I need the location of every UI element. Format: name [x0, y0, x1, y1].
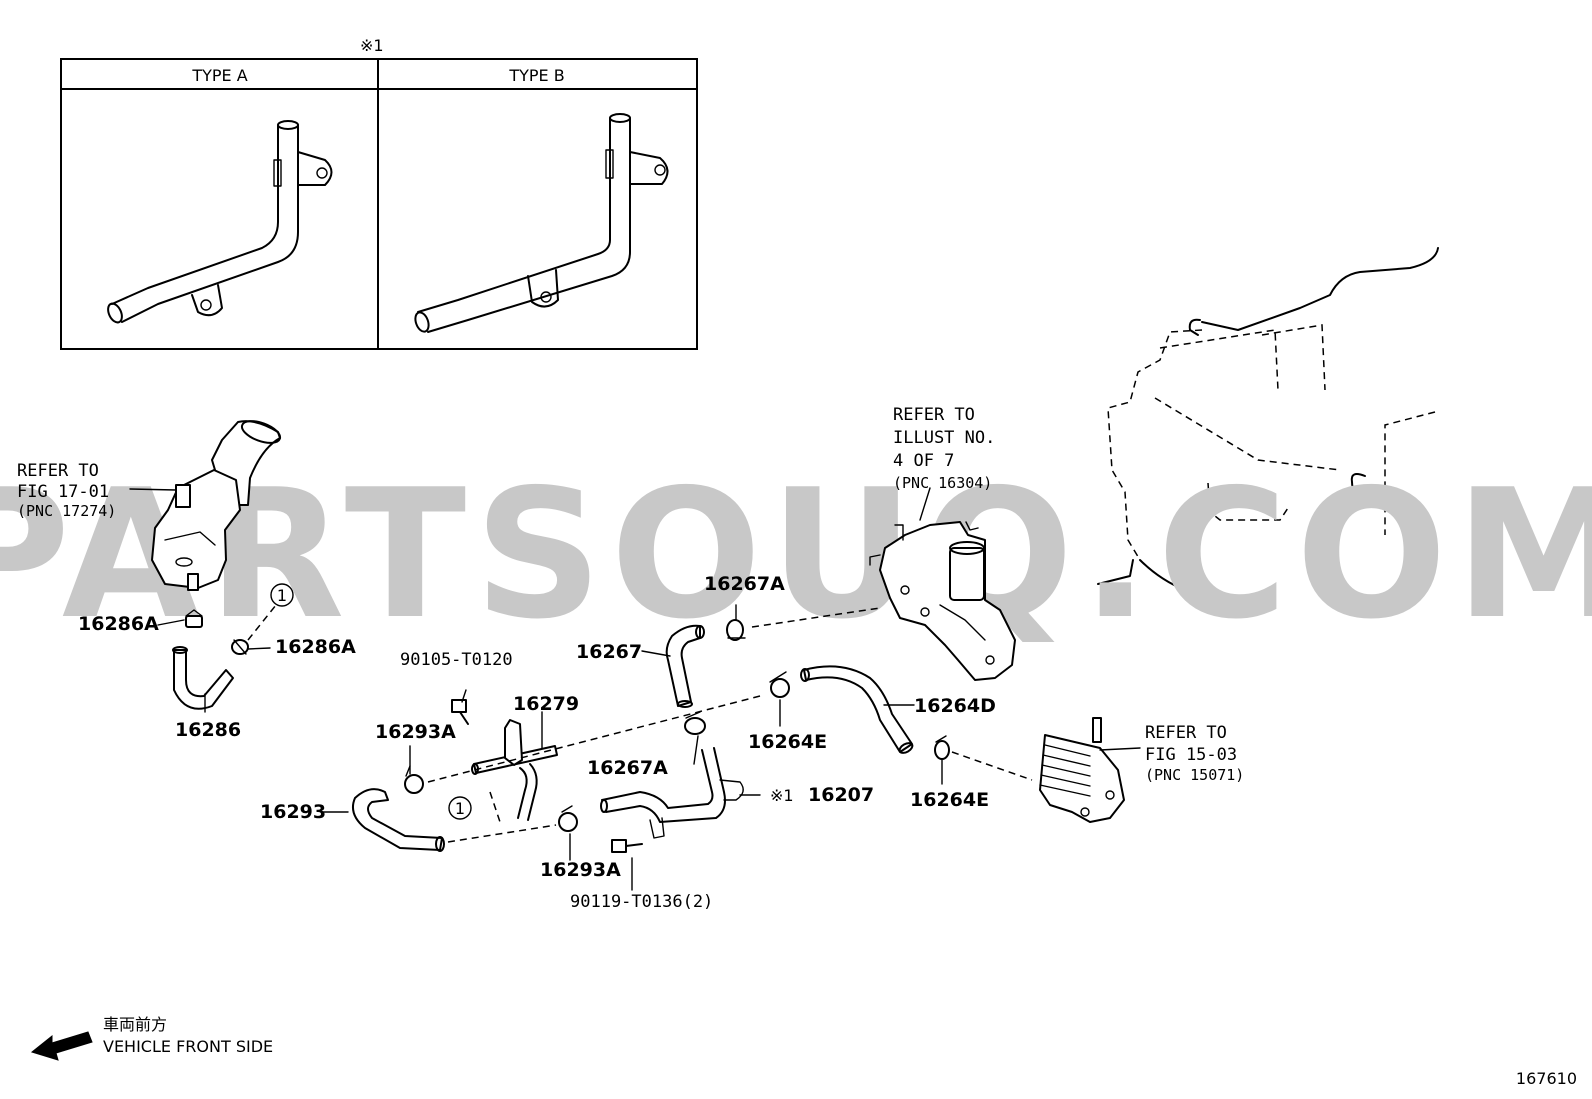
engine-outline [1097, 247, 1439, 591]
dash-16264E-cooler [951, 751, 1033, 781]
pipe-16207 [600, 747, 744, 839]
clamp-16267A-top [726, 619, 746, 641]
clamp-16264E-top [769, 671, 790, 698]
callout-1-bottom [448, 796, 472, 820]
label-16267A-bottom: 16267A [587, 757, 668, 779]
type-b-label: TYPE B [508, 66, 564, 85]
label-16279: 16279 [513, 693, 579, 715]
label-16267: 16267 [576, 641, 642, 663]
callout-1-top-text: 1 [277, 586, 287, 605]
pipe-16279 [471, 719, 558, 821]
dash-16293A-16264E [427, 695, 761, 783]
pipe-type-b [414, 113, 669, 333]
front-arrow-icon [30, 1031, 93, 1061]
label-16286: 16286 [175, 719, 241, 741]
label-16286A-right: 16286A [275, 636, 356, 658]
dash-callout-1-top [247, 604, 277, 641]
label-16264E-top: 16264E [748, 731, 827, 753]
oil-cooler [1039, 717, 1125, 823]
callout-1-top [270, 583, 294, 607]
label-16286A-left: 16286A [78, 613, 159, 635]
ref-left-line3: (PNC 17274) [17, 502, 116, 520]
clamp-16286A-left [185, 609, 203, 628]
label-16293A-top: 16293A [375, 721, 456, 743]
inset-table: ※1 TYPE A TYPE B [60, 36, 698, 350]
hose-16264D [800, 665, 914, 754]
label-16293: 16293 [260, 801, 326, 823]
ref-center-line2: ILLUST NO. [893, 428, 995, 448]
ref-right-line2: FIG 15-03 [1145, 745, 1237, 765]
direction-en: VEHICLE FRONT SIDE [103, 1037, 273, 1056]
clamp-16286A-right [231, 639, 249, 655]
label-16264D: 16264D [914, 695, 996, 717]
label-16293A-bottom: 16293A [540, 859, 621, 881]
clamp-16264E-bottom [934, 735, 950, 760]
ref-center-line3: 4 OF 7 [893, 451, 954, 471]
reference-center: REFER TO ILLUST NO. 4 OF 7 (PNC 16304) [893, 405, 995, 492]
hose-16267 [665, 624, 705, 708]
clamp-16267A-bottom [684, 711, 706, 735]
ref-left-line2: FIG 17-01 [17, 482, 109, 502]
ref-right-line1: REFER TO [1145, 723, 1227, 743]
water-pump-housing [869, 521, 1016, 681]
leader-lines [129, 487, 1141, 891]
ref-center-line1: REFER TO [893, 405, 975, 425]
clamp-16293A-top [404, 765, 424, 794]
label-90105-T0120: 90105-T0120 [400, 650, 513, 670]
bolt-90105-T0120 [451, 699, 469, 725]
reference-right: REFER TO FIG 15-03 (PNC 15071) [1145, 723, 1244, 784]
clamp-16293A-bottom [558, 805, 578, 832]
water-outlet-housing [151, 420, 282, 591]
type-a-label: TYPE A [191, 66, 247, 85]
inset-marker: ※1 [360, 36, 384, 55]
ref-right-line3: (PNC 15071) [1145, 766, 1244, 784]
hose-16293 [352, 788, 445, 852]
label-16267A-top: 16267A [704, 573, 785, 595]
watermark: PARTSOUQ.COM [0, 451, 1592, 658]
ref-center-line4: (PNC 16304) [893, 474, 992, 492]
dash-16293-clamp [447, 824, 557, 843]
label-16207-marker: ※1 [770, 786, 794, 805]
reference-left: REFER TO FIG 17-01 (PNC 17274) [17, 461, 116, 520]
label-16207: 16207 [808, 784, 874, 806]
dash-16267A-pump [751, 607, 881, 628]
direction-jp: 車両前方 [103, 1015, 167, 1034]
label-16264E-bottom: 16264E [910, 789, 989, 811]
figure-number: 167610 [1516, 1069, 1577, 1088]
ref-left-line1: REFER TO [17, 461, 99, 481]
callout-1-bottom-text: 1 [455, 799, 465, 818]
label-90119-T0136: 90119-T0136(2) [570, 892, 713, 912]
dash-callout-1-bottom [489, 791, 501, 823]
hose-16286 [172, 646, 234, 710]
bolt-90119-T0136 [611, 839, 643, 853]
pipe-type-a [107, 120, 333, 324]
